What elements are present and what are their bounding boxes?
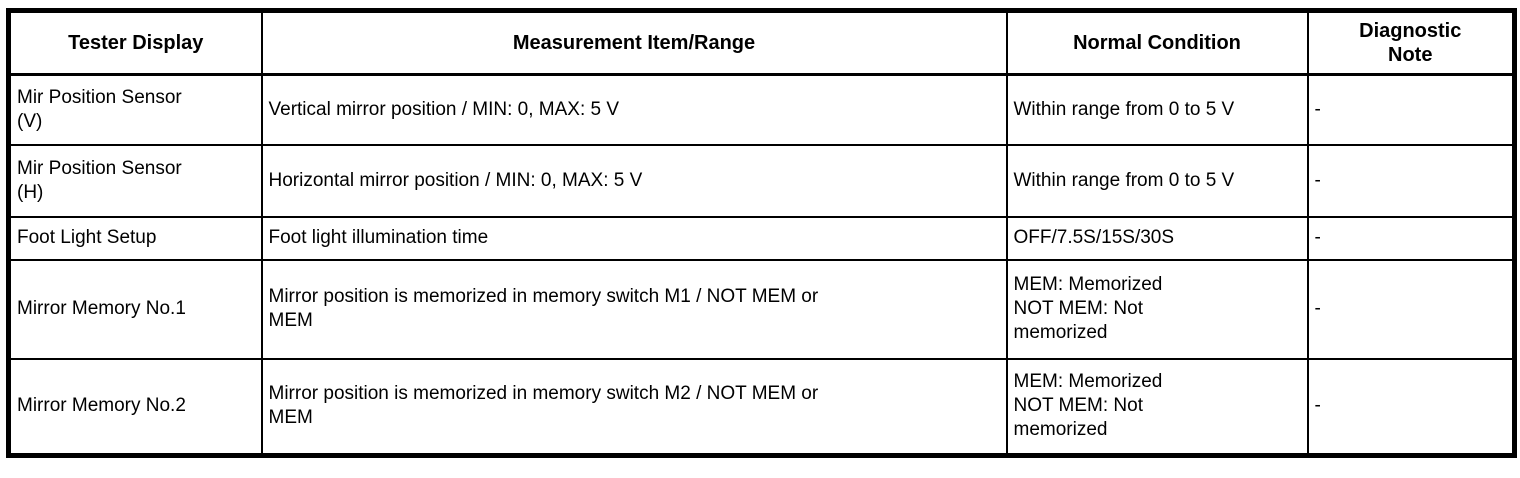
table-row: Mirror Memory No.2 Mirror position is me… bbox=[7, 357, 1516, 457]
cell-measurement-item-range: Foot light illumination time bbox=[260, 215, 1008, 261]
cell-normal-condition: MEM: Memorized NOT MEM: Not memorized bbox=[1005, 357, 1309, 457]
cell-diagnostic-note: - bbox=[1306, 143, 1516, 218]
table-row: Mir Position Sensor (H) Horizontal mirro… bbox=[7, 143, 1516, 218]
table-row: Mirror Memory No.1 Mirror position is me… bbox=[7, 258, 1516, 360]
table-row: Mir Position Sensor (V) Vertical mirror … bbox=[7, 73, 1516, 146]
cell-normal-condition: Within range from 0 to 5 V bbox=[1005, 143, 1309, 218]
column-header-tester-display: Tester Display bbox=[7, 9, 263, 76]
column-header-normal-condition: Normal Condition bbox=[1005, 9, 1309, 76]
cell-tester-display: Mir Position Sensor (H) bbox=[7, 143, 263, 218]
table-header-row: Tester Display Measurement Item/Range No… bbox=[7, 9, 1516, 76]
cell-measurement-item-range: Mirror position is memorized in memory s… bbox=[260, 357, 1008, 457]
cell-diagnostic-note: - bbox=[1306, 73, 1516, 146]
column-header-measurement-item-range: Measurement Item/Range bbox=[260, 9, 1008, 76]
column-header-diagnostic-note: Diagnostic Note bbox=[1306, 9, 1516, 76]
cell-measurement-item-range: Vertical mirror position / MIN: 0, MAX: … bbox=[260, 73, 1008, 146]
cell-tester-display: Mirror Memory No.1 bbox=[7, 258, 263, 360]
cell-diagnostic-note: - bbox=[1306, 215, 1516, 261]
table-row: Foot Light Setup Foot light illumination… bbox=[7, 215, 1516, 261]
cell-normal-condition: MEM: Memorized NOT MEM: Not memorized bbox=[1005, 258, 1309, 360]
cell-tester-display: Mir Position Sensor (V) bbox=[7, 73, 263, 146]
cell-measurement-item-range: Mirror position is memorized in memory s… bbox=[260, 258, 1008, 360]
tester-display-table: Tester Display Measurement Item/Range No… bbox=[6, 8, 1517, 458]
cell-measurement-item-range: Horizontal mirror position / MIN: 0, MAX… bbox=[260, 143, 1008, 218]
cell-normal-condition: OFF/7.5S/15S/30S bbox=[1005, 215, 1309, 261]
cell-diagnostic-note: - bbox=[1306, 258, 1516, 360]
cell-tester-display: Mirror Memory No.2 bbox=[7, 357, 263, 457]
cell-tester-display: Foot Light Setup bbox=[7, 215, 263, 261]
cell-diagnostic-note: - bbox=[1306, 357, 1516, 457]
cell-normal-condition: Within range from 0 to 5 V bbox=[1005, 73, 1309, 146]
